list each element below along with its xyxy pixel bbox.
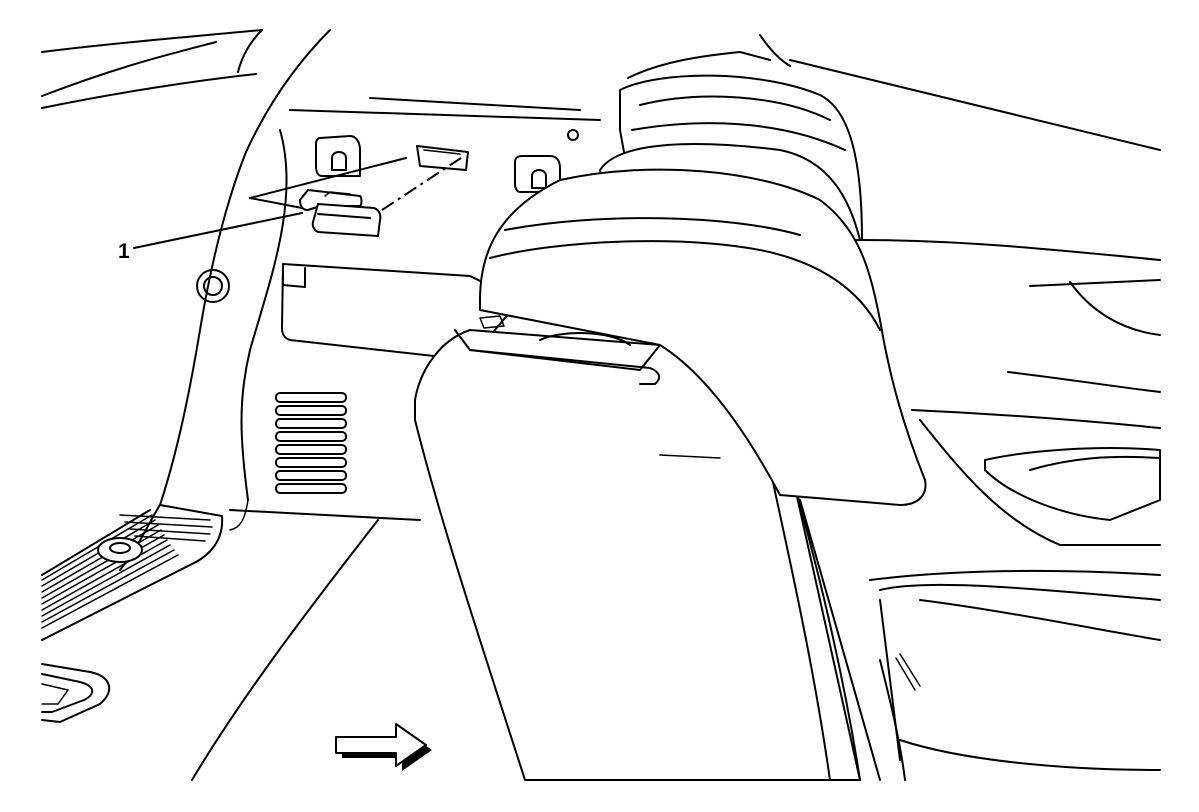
seat-cushion: [879, 583, 1161, 761]
cargo-hook-left: [315, 135, 361, 177]
floor-handle: [41, 663, 111, 723]
clip-receptacle-slot: [416, 145, 469, 171]
vent-grille: [275, 392, 347, 494]
roof-liner: [41, 29, 263, 109]
small-fastener: [567, 129, 579, 141]
retainer-clip: [299, 189, 382, 237]
trim-recess: [281, 263, 521, 361]
trim-plug: [196, 269, 230, 303]
rear-door-panel: [789, 59, 1161, 781]
headrest-top: [627, 34, 791, 79]
forward-arrow-icon: [335, 723, 432, 771]
cargo-floor: [41, 504, 421, 781]
cargo-hook-right: [514, 155, 561, 193]
callout-label-1: 1: [118, 240, 130, 263]
floor-anchor: [97, 537, 143, 563]
sill-plate-ribs: [41, 514, 213, 629]
seat-headrest: [479, 168, 927, 506]
callout-leaders: [133, 157, 462, 249]
